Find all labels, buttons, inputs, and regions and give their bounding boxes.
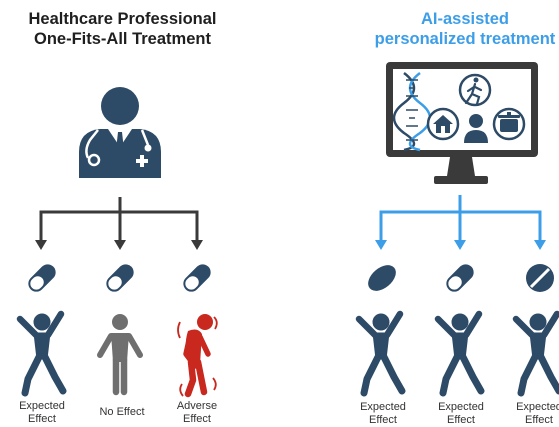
capsule-icon — [103, 261, 137, 295]
capsule-icon — [443, 261, 477, 295]
right-title-line1: AI-assisted — [420, 10, 510, 28]
round-pill-icon — [526, 264, 554, 292]
left-branch-arrows — [39, 197, 199, 242]
person-celebrating-icon — [516, 314, 559, 393]
oval-pill-icon — [368, 265, 396, 291]
person-sick-icon — [177, 314, 218, 398]
running-icon — [458, 73, 492, 107]
left-title-line2: One-Fits-All Treatment — [34, 30, 211, 48]
left-title-line1: Healthcare Professional — [28, 10, 217, 28]
capsule-icon — [180, 261, 214, 295]
outcome-label: Expected Effect — [516, 401, 559, 426]
pot-icon — [492, 107, 526, 141]
house-icon — [426, 107, 460, 141]
person-celebrating-icon — [20, 314, 63, 393]
right-branch-arrows — [379, 195, 542, 242]
right-arrowheads — [375, 240, 546, 250]
outcome-label: Expected Effect — [19, 400, 65, 425]
doctor-icon — [79, 87, 161, 178]
person-neutral-icon — [97, 314, 143, 396]
person-celebrating-icon — [438, 314, 481, 393]
outcome-label: Adverse Effect — [176, 400, 218, 425]
patient-icon — [464, 114, 488, 143]
left-arrowheads — [35, 240, 203, 250]
right-title-line2: personalized treatment — [374, 30, 556, 48]
capsule-icon — [25, 261, 59, 295]
left-panel-title: Healthcare Professional One-Fits-All Tre… — [0, 9, 245, 49]
outcome-label: Expected Effect — [360, 401, 406, 426]
person-celebrating-icon — [359, 314, 402, 393]
right-panel-title: AI-assisted personalized treatment — [345, 9, 559, 49]
outcome-label: Expected Effect — [438, 401, 484, 426]
outcome-label: No Effect — [99, 406, 145, 418]
